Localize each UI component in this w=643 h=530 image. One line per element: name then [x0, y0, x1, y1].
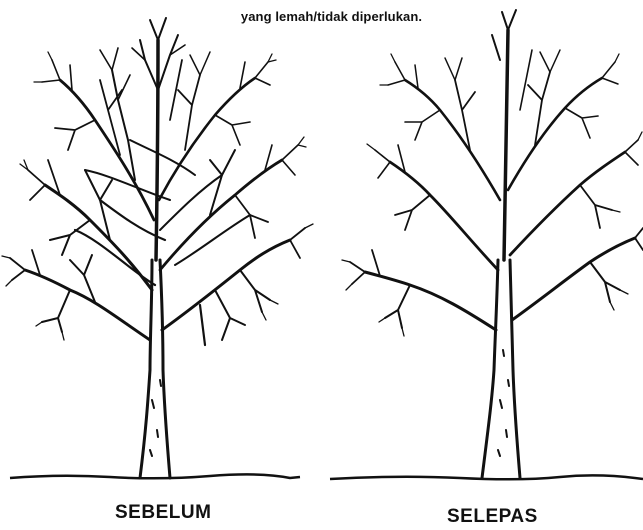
tree-after — [342, 10, 643, 478]
tree-before — [2, 18, 313, 478]
label-before: SEBELUM — [115, 502, 211, 524]
ground-line-right — [330, 475, 643, 479]
ground-line-left — [10, 474, 300, 478]
label-after: SELEPAS — [447, 506, 538, 528]
